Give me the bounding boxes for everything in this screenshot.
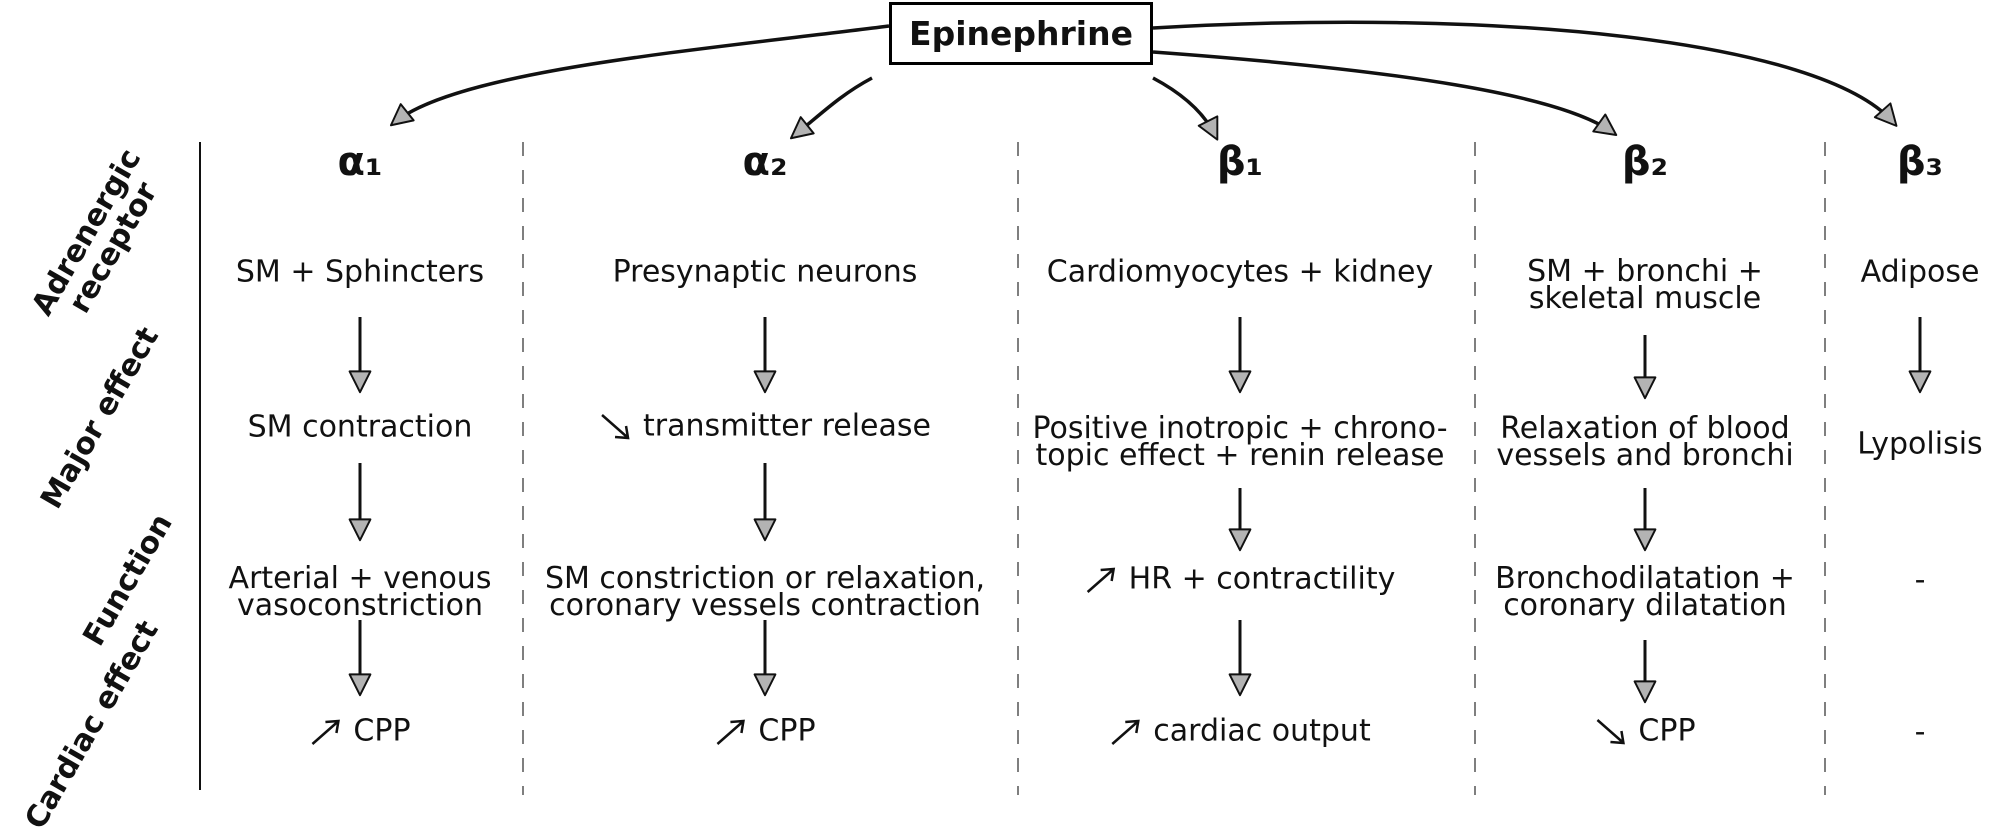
receptor-site-text-1: SM + Sphincters <box>236 257 484 287</box>
function-text-3: HR + contractility <box>1085 561 1396 597</box>
decrease-arrow-icon <box>1594 717 1628 747</box>
connector-layer <box>199 20 1932 795</box>
function-text-4: Bronchodilatation +coronary dilatation <box>1495 564 1795 621</box>
increase-arrow-icon <box>1085 565 1119 595</box>
function-line: Bronchodilatation + <box>1495 561 1795 596</box>
cardiac-effect-line: CPP <box>1638 713 1696 749</box>
receptor-symbol-3: β₁ <box>1216 139 1264 185</box>
increase-arrow-icon <box>1109 717 1143 747</box>
cardiac-effect-text-5: - <box>1915 717 1926 747</box>
cardiac-effect-line: cardiac output <box>1153 713 1371 749</box>
receptor-symbol-1: α₁ <box>337 139 383 185</box>
function-line: Arterial + venous <box>228 561 492 596</box>
epinephrine-to-receptor-5-arrow <box>1152 20 1898 127</box>
receptor-site-text-4: SM + bronchi +skeletal muscle <box>1527 257 1763 314</box>
receptor-site-text-3: Cardiomyocytes + kidney <box>1047 257 1433 287</box>
epinephrine-to-receptor-2-arrow <box>789 76 873 140</box>
major-effect-line: Positive inotropic + chrono- <box>1032 411 1448 446</box>
major-effect-text-2: transmitter release <box>599 408 931 444</box>
receptor-site-line: SM + Sphincters <box>235 254 485 290</box>
receptor-site-text-2: Presynaptic neurons <box>613 257 918 287</box>
decrease-arrow-icon <box>599 412 633 442</box>
increase-arrow-icon <box>714 717 748 747</box>
receptor-symbol-2: α₂ <box>742 139 788 185</box>
epinephrine-title: Epinephrine <box>889 2 1153 65</box>
major-effect-line: Lypolisis <box>1857 426 1983 462</box>
epinephrine-to-receptor-4-arrow <box>1152 50 1618 136</box>
function-line: SM constriction or relaxation, <box>544 561 986 596</box>
major-effect-line: topic effect + renin release <box>1035 438 1445 473</box>
cardiac-effect-line: CPP <box>353 713 411 749</box>
function-line: coronary vessels contraction <box>549 588 981 623</box>
cardiac-effect-text-4: CPP <box>1594 713 1696 749</box>
function-line: vasoconstriction <box>236 588 483 623</box>
receptor-symbol-5: β₃ <box>1896 139 1944 185</box>
receptor-site-line: skeletal muscle <box>1528 281 1762 316</box>
function-line: coronary dilatation <box>1503 588 1787 623</box>
receptor-site-line: Presynaptic neurons <box>612 254 918 290</box>
cardiac-effect-text-3: cardiac output <box>1109 713 1371 749</box>
increase-arrow-icon <box>309 717 343 747</box>
cardiac-effect-text-1: CPP <box>309 713 411 749</box>
cardiac-effect-line: CPP <box>758 713 816 749</box>
receptor-site-line: Adipose <box>1860 254 1980 290</box>
function-line: - <box>1914 562 1926 598</box>
major-effect-line: Relaxation of blood <box>1500 411 1790 446</box>
major-effect-line: vessels and bronchi <box>1496 438 1794 473</box>
major-effect-line: transmitter release <box>643 408 931 444</box>
cardiac-effect-text-2: CPP <box>714 713 816 749</box>
major-effect-text-1: SM contraction <box>248 412 473 442</box>
epinephrine-to-receptor-3-arrow <box>1152 76 1219 141</box>
receptor-site-text-5: Adipose <box>1861 257 1980 287</box>
receptor-site-line: Cardiomyocytes + kidney <box>1046 254 1434 290</box>
function-text-5: - <box>1915 565 1926 595</box>
receptor-symbol-4: β₂ <box>1621 139 1669 185</box>
major-effect-text-5: Lypolisis <box>1857 429 1982 459</box>
function-line: HR + contractility <box>1128 561 1396 597</box>
cardiac-effect-line: - <box>1914 714 1926 750</box>
major-effect-text-3: Positive inotropic + chrono-topic effect… <box>1032 414 1447 471</box>
epinephrine-to-receptor-1-arrow <box>389 24 890 127</box>
major-effect-line: SM contraction <box>247 409 473 445</box>
function-text-2: SM constriction or relaxation,coronary v… <box>545 564 985 621</box>
receptor-site-line: SM + bronchi + <box>1527 254 1763 289</box>
